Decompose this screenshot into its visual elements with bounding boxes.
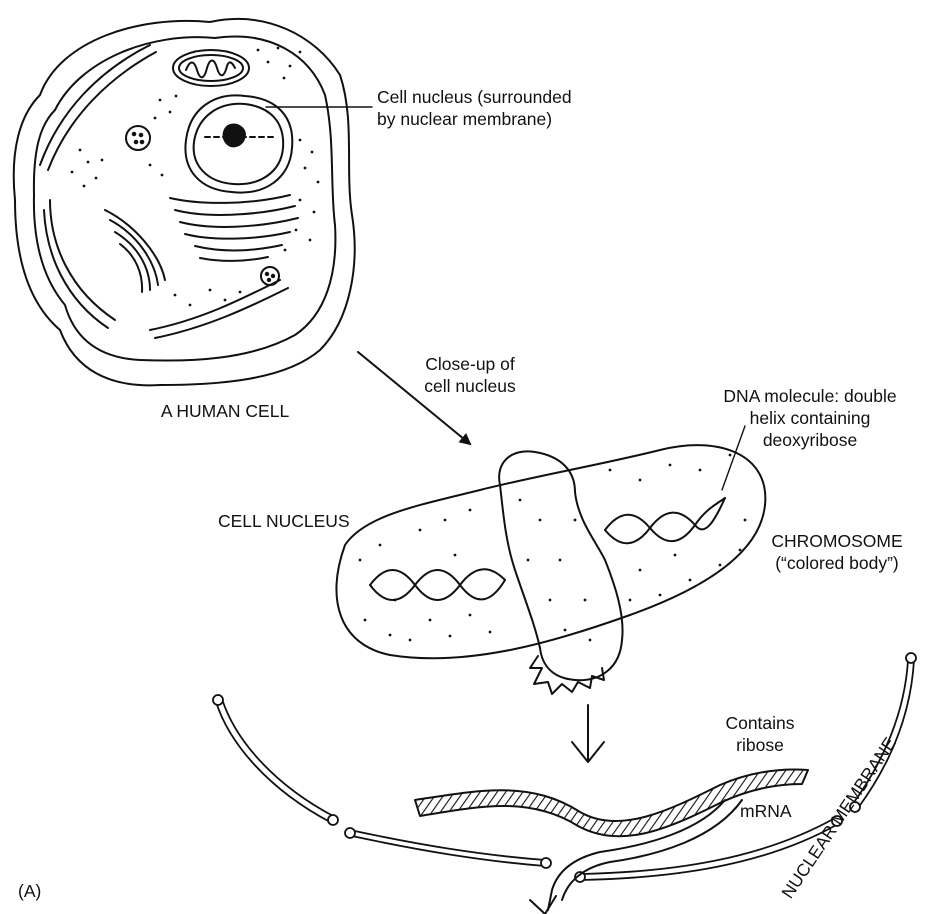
- cytoskeleton-strand-3: [50, 200, 115, 320]
- chromosome-label: CHROMOSOME (“colored body”): [752, 530, 922, 574]
- dna-molecule-label: DNA molecule: double helix containing de…: [700, 385, 920, 451]
- nucleolus: [224, 125, 245, 147]
- mitochondrion: [173, 50, 249, 86]
- contains-ribose-line-1: Contains: [710, 712, 810, 734]
- vesicle-1: [126, 126, 150, 150]
- membrane-segment-left: [213, 695, 338, 825]
- dna-molecule-line-2: helix containing: [700, 407, 920, 429]
- human-cell: [14, 19, 372, 385]
- centromere-fringe: [530, 656, 604, 694]
- nucleoplasm-dots: [359, 454, 747, 642]
- dna-molecule-line-1: DNA molecule: double: [700, 385, 920, 407]
- golgi-apparatus: [105, 210, 165, 292]
- cytoskeleton-strand-4: [44, 210, 108, 328]
- cell-nucleus-label: CELL NUCLEUS: [218, 510, 350, 532]
- closeup-line-1: Close-up of: [405, 353, 535, 375]
- chromosome-line-2: (“colored body”): [752, 552, 922, 574]
- cytoskeleton-strand-1: [40, 45, 150, 165]
- transcription-arrow: [572, 705, 604, 762]
- mrna-strand: [415, 770, 808, 914]
- dna-helix-right: [605, 498, 725, 543]
- closeup-line-2: cell nucleus: [405, 375, 535, 397]
- nucleus-closeup: [336, 426, 765, 694]
- cell-nucleus-callout-line-1: Cell nucleus (surrounded: [377, 86, 572, 108]
- cell-nucleus-small: [185, 95, 292, 192]
- chromosome-line-1: CHROMOSOME: [752, 530, 922, 552]
- cell-nucleus-callout-label: Cell nucleus (surrounded by nuclear memb…: [377, 86, 572, 130]
- contains-ribose-label: Contains ribose: [710, 712, 810, 756]
- cell-membrane-inner: [34, 37, 336, 361]
- chromosome: [499, 451, 622, 694]
- membrane-segment-mid: [345, 828, 551, 868]
- contains-ribose-line-2: ribose: [710, 734, 810, 756]
- panel-letter: (A): [18, 880, 41, 902]
- cytoskeleton-strand-2: [48, 52, 156, 170]
- dna-helix-left: [370, 569, 505, 600]
- cell-nucleus-callout-line-2: by nuclear membrane): [377, 108, 572, 130]
- closeup-label: Close-up of cell nucleus: [405, 353, 535, 397]
- endoplasmic-reticulum: [170, 195, 298, 261]
- dna-molecule-line-3: deoxyribose: [700, 429, 920, 451]
- nucleus-outline: [336, 445, 765, 658]
- mrna-label: mRNA: [740, 800, 792, 822]
- human-cell-label: A HUMAN CELL: [140, 400, 310, 422]
- cytoskeleton-strand-5: [150, 280, 280, 330]
- vesicle-2: [261, 267, 279, 285]
